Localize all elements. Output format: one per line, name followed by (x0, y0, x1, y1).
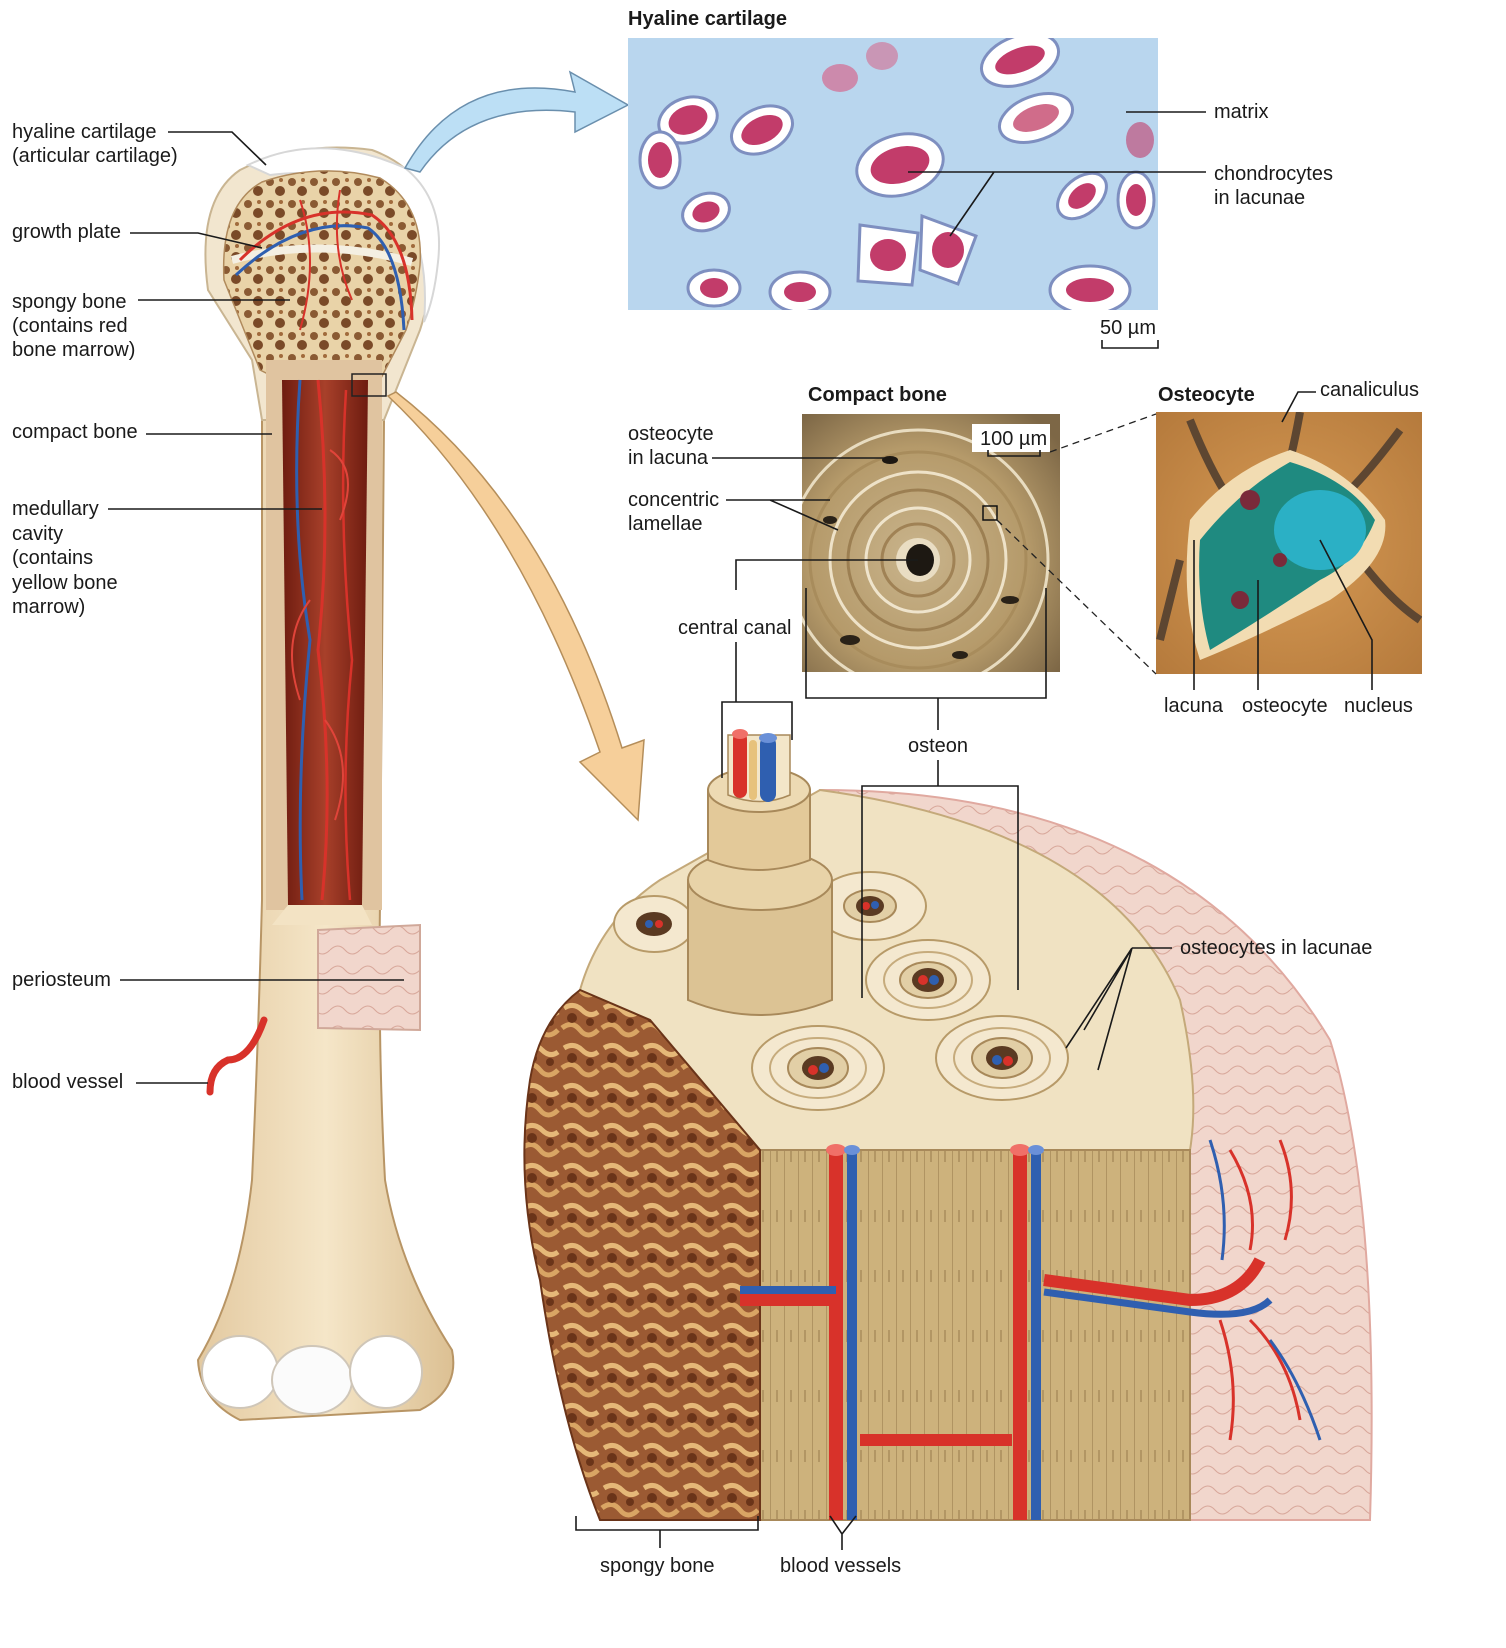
arrow-to-hyaline (405, 72, 628, 172)
scale-50-bar (1102, 340, 1158, 348)
label-spongy-bone: spongy bone (12, 291, 127, 313)
label-matrix: matrix (1214, 101, 1268, 123)
label-blood-vessels: blood vessels (780, 1555, 901, 1577)
label-nucleus: nucleus (1344, 695, 1413, 717)
compact-micrograph: 100 µm (788, 414, 1060, 690)
label-medullary-2: cavity (12, 523, 63, 545)
label-osteocyte: osteocyte (1242, 695, 1328, 717)
label-chondrocytes: chondrocytes (1214, 163, 1333, 185)
label-blood-vessel: blood vessel (12, 1071, 123, 1093)
label-osteon: osteon (908, 735, 968, 757)
label-medullary-3: (contains (12, 547, 93, 569)
leader-blood-vessels (830, 1516, 856, 1550)
label-scale-50: 50 µm (1100, 317, 1156, 339)
label-medullary-5: marrow) (12, 596, 85, 618)
label-medullary-4: yellow bone (12, 572, 118, 594)
title-hyaline: Hyaline cartilage (628, 8, 787, 30)
label-growth-plate: growth plate (12, 221, 121, 243)
label-periosteum: periosteum (12, 969, 111, 991)
label-osteocytes-in-lacunae: osteocytes in lacunae (1180, 937, 1372, 959)
label-concentric-2: lamellae (628, 513, 702, 535)
distal-condyle-left (202, 1336, 278, 1408)
scale-100-label: 100 µm (980, 428, 1047, 450)
extruded-osteon (688, 729, 832, 1015)
label-lacuna: lacuna (1164, 695, 1224, 717)
title-compact: Compact bone (808, 384, 947, 406)
periosteum-flap (318, 925, 420, 1030)
label-canaliculus: canaliculus (1320, 379, 1419, 401)
cut-edge (272, 905, 372, 925)
distal-condyle-middle (272, 1346, 352, 1414)
label-chondrocytes-2: in lacunae (1214, 187, 1305, 209)
label-articular-cartilage: (articular cartilage) (12, 145, 178, 167)
osteocyte-nucleus (1274, 490, 1366, 570)
label-osteocyte-lacuna: osteocyte (628, 423, 714, 445)
zoom-line-top (1050, 414, 1156, 452)
long-bone (198, 148, 453, 1421)
leader-hyaline-cartilage (168, 132, 266, 165)
compact-bone-block (524, 729, 1371, 1520)
label-central-canal: central canal (678, 617, 791, 639)
title-osteocyte: Osteocyte (1158, 384, 1255, 406)
label-hyaline-cartilage: hyaline cartilage (12, 121, 157, 143)
label-spongy-bone-bottom: spongy bone (600, 1555, 715, 1577)
bone-front-face (760, 1150, 1190, 1520)
label-spongy-bone-3: bone marrow) (12, 339, 135, 361)
arrow-to-compact-detail (388, 392, 644, 820)
osteocyte-micrograph (997, 412, 1422, 674)
label-spongy-bone-2: (contains red (12, 315, 128, 337)
label-compact-bone: compact bone (12, 421, 138, 443)
distal-condyle-right (350, 1336, 422, 1408)
label-medullary: medullary (12, 498, 99, 520)
hyaline-micrograph (628, 24, 1158, 314)
label-concentric: concentric (628, 489, 719, 511)
label-osteocyte-lacuna-2: in lacuna (628, 447, 709, 469)
